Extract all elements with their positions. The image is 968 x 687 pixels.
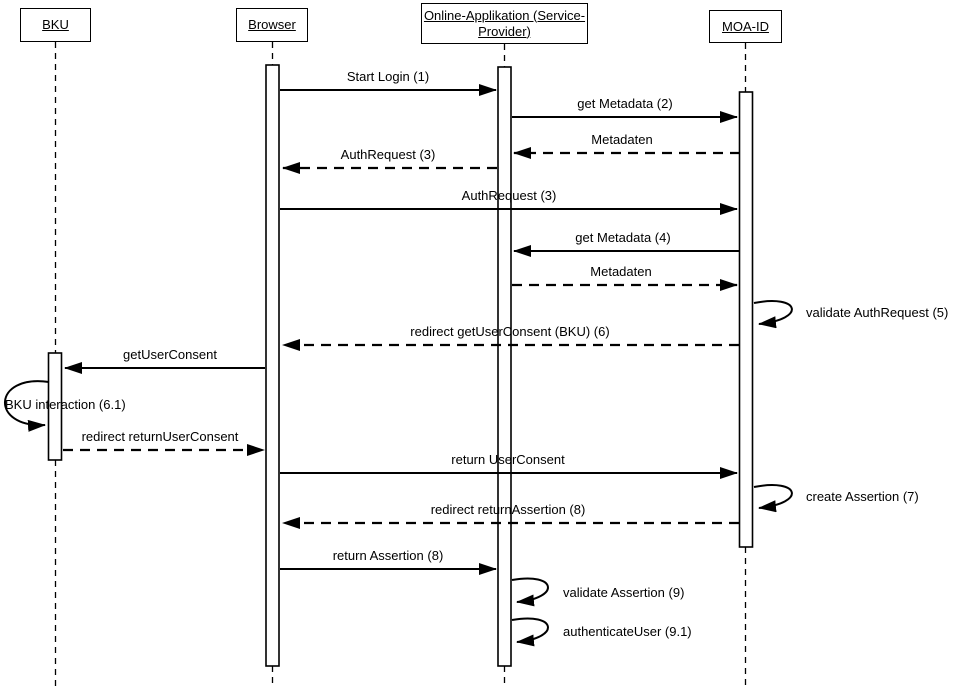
message-label-create-assertion: create Assertion (7) <box>806 489 919 504</box>
message-label-authrequest-3-forward: AuthRequest (3) <box>461 188 557 203</box>
message-label-start-login: Start Login (1) <box>346 69 430 84</box>
actor-label-moa-id: MOA-ID <box>722 18 769 34</box>
actor-box-bku: BKU <box>20 8 91 42</box>
loop-validate-authrequest <box>753 300 793 329</box>
message-label-get-metadata-2: get Metadata (2) <box>577 96 673 111</box>
activation-online-applikation <box>497 66 512 667</box>
loop-create-assertion <box>753 484 793 513</box>
message-label-bku-interaction: BKU interaction (6.1) <box>5 397 126 412</box>
loop-validate-assertion <box>511 577 549 607</box>
message-label-metadaten-2: Metadaten <box>591 132 653 147</box>
message-label-authrequest-3-redirect: AuthRequest (3) <box>340 147 436 162</box>
message-label-authenticate-user: authenticateUser (9.1) <box>563 624 692 639</box>
actor-box-browser: Browser <box>236 8 308 42</box>
actor-box-online-applikation: Online-Applikation (Service- Provider) <box>421 3 588 44</box>
message-label-getuserconsent: getUserConsent <box>123 347 217 362</box>
message-label-metadaten-4: Metadaten <box>590 264 652 279</box>
message-label-validate-assertion: validate Assertion (9) <box>563 585 685 600</box>
message-label-validate-authrequest: validate AuthRequest (5) <box>806 305 949 320</box>
message-label-return-userconsent: return UserConsent <box>451 452 565 467</box>
activation-browser <box>265 64 280 667</box>
actor-label-online-applikation-line2: Provider) <box>478 23 531 39</box>
actor-label-online-applikation-line1: Online-Applikation (Service- <box>423 7 586 23</box>
message-label-redirect-returnuserconsent: redirect returnUserConsent <box>81 429 239 444</box>
message-label-return-assertion: return Assertion (8) <box>332 548 444 563</box>
message-label-redirect-getuserconsent: redirect getUserConsent (BKU) (6) <box>410 324 610 339</box>
actor-label-browser: Browser <box>248 17 296 32</box>
message-label-redirect-returnassertion: redirect returnAssertion (8) <box>430 502 586 517</box>
actor-box-moa-id: MOA-ID <box>709 10 782 43</box>
loop-bku-interaction <box>4 380 50 432</box>
activation-bku <box>47 352 63 461</box>
loop-authenticate-user <box>511 617 549 647</box>
activation-moa-id <box>738 91 754 548</box>
message-label-get-metadata-4: get Metadata (4) <box>575 230 671 245</box>
actor-label-bku: BKU <box>42 17 69 32</box>
